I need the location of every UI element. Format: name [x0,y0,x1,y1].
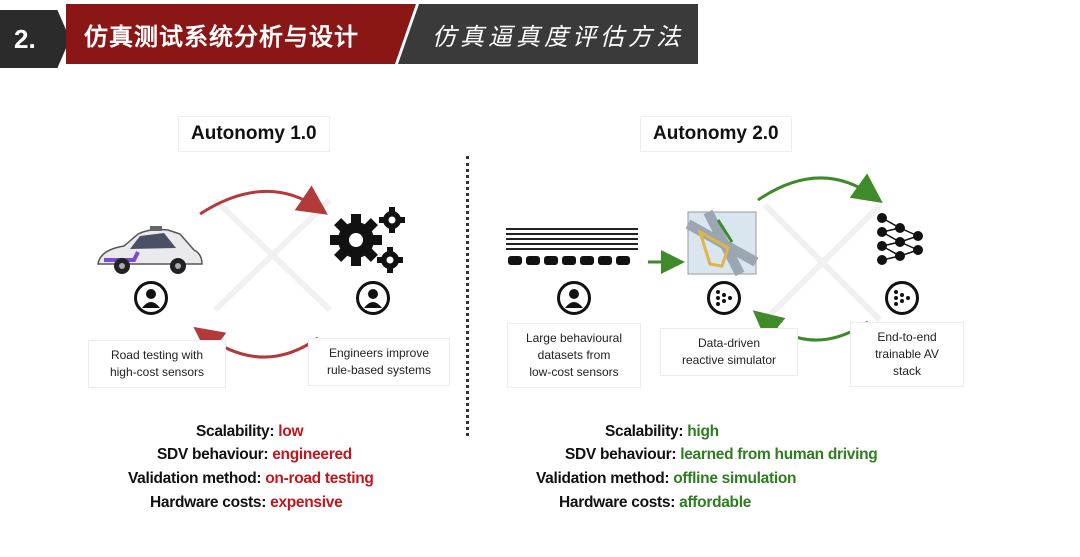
stat-hardware-right: Hardware costs: affordable [559,494,752,511]
section-subtitle: 仿真逼真度评估方法 [398,4,698,64]
person-icon-engineer [356,281,390,315]
autonomy-2-title: Autonomy 2.0 [640,116,792,152]
network-badge-icon-stack [885,281,919,315]
section-title: 仿真测试系统分析与设计 [66,4,416,64]
arrow-top-right [757,173,883,203]
network-badge-icon-simulator [707,281,741,315]
stat-behaviour-left: SDV behaviour: engineered [157,446,352,463]
stat-validation-right: Validation method: offline simulation [536,470,797,487]
simulator-map-icon [685,209,759,277]
gears-icon [330,207,405,273]
person-icon-dataset [557,281,591,315]
stat-hardware-left: Hardware costs: expensive [150,494,343,511]
person-icon-driver [134,281,168,315]
autonomy-1-title: Autonomy 1.0 [178,116,330,152]
neural-network-icon [877,213,923,265]
arrow-top-left [199,185,328,216]
stat-behaviour-right: SDV behaviour: learned from human drivin… [565,446,878,463]
car-fleet-icon [506,228,638,265]
panel-divider [466,156,469,436]
stat-scalability-left: Scalability: low [196,423,304,440]
stat-validation-left: Validation method: on-road testing [128,470,374,487]
autonomous-car-icon [97,226,203,274]
section-number: 2. [0,10,70,68]
stat-scalability-right: Scalability: high [605,423,719,440]
